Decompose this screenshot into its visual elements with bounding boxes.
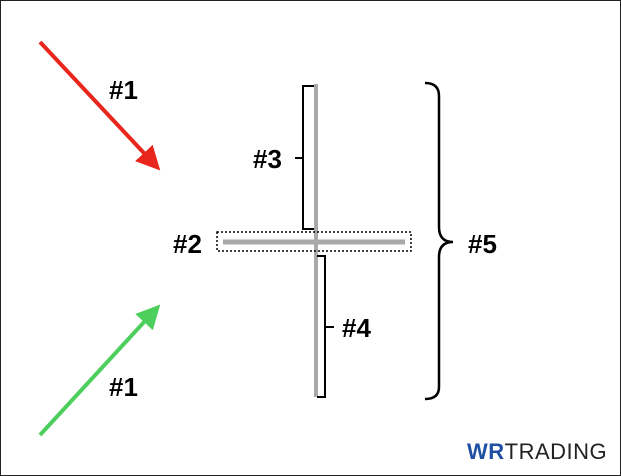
lower-bracket-label: #4 [342, 313, 371, 343]
red-arrow-label: #1 [109, 75, 138, 105]
wr-trading-logo: WRTRADING [467, 439, 607, 464]
horizontal-bar-highlight [216, 231, 412, 252]
green-arrow-label: #1 [109, 372, 138, 402]
horizontal-bar-label: #2 [173, 229, 202, 259]
red-arrow [38, 40, 161, 171]
lower-bracket [317, 255, 334, 398]
full-range-label: #5 [468, 229, 497, 259]
logo-suffix: TRADING [505, 439, 608, 464]
green-arrow [38, 304, 161, 437]
logo-prefix: WR [467, 439, 505, 464]
full-range-brace [424, 81, 454, 401]
upper-bracket-label: #3 [253, 144, 282, 174]
upper-bracket [295, 85, 314, 230]
